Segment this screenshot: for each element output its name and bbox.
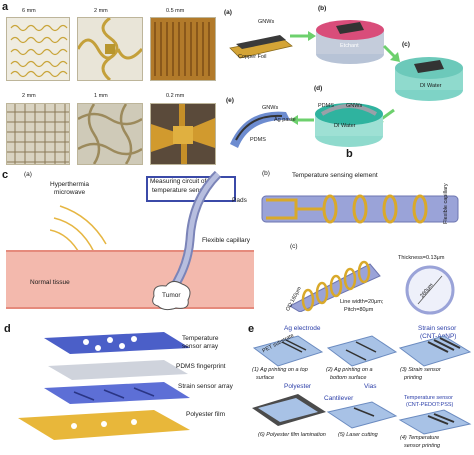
etchant-label: Etchant (340, 43, 359, 49)
step-2-label-a: (2) Ag printing on a (326, 367, 373, 373)
measuring-circuit-box (146, 176, 236, 202)
gnws-label-a: GNWs (258, 19, 275, 25)
micrograph-serpentine-zoom (77, 17, 143, 81)
tumor-blob (150, 278, 194, 312)
strain-sensor-label-2: (CNT-AgNP) (420, 333, 457, 340)
step-1-sheet (252, 334, 324, 368)
step-1-label-b: surface (256, 375, 275, 381)
flexible-device (226, 104, 296, 150)
step-1-label-a: (1) Ag printing on a top (252, 367, 308, 373)
arrow-a-to-b (290, 30, 316, 42)
di-water-label-c: DI Water (420, 83, 442, 89)
tissue-band (6, 250, 254, 309)
gnws-label-e: GNWs (262, 105, 279, 111)
strain-sensor-label-1: Strain sensor (418, 325, 457, 332)
scale-label-2: 2 mm (94, 8, 108, 14)
cross-section-ring (404, 264, 456, 316)
step-6-label: (6) Polyester film lamination (258, 432, 326, 438)
measuring-label-2: temperature sensor (152, 187, 209, 194)
step-3-label-a: (3) Strain sensor (400, 367, 441, 373)
micrograph-serpentine-overview (6, 17, 70, 81)
layer-label-polyester: Polyester film (186, 411, 226, 418)
line-width-label: Line width=20μm; (340, 299, 384, 305)
flexible-capillary-label: Flexible capillary (202, 237, 251, 244)
step-4-label-a: (4) Temperature (400, 435, 440, 441)
panel-c-sub-a: (a) (24, 171, 32, 178)
step-5-sheet (326, 400, 398, 430)
step-b-label: (b) (318, 5, 327, 12)
micrograph-mesh-zoom (77, 103, 143, 165)
temp-sensor-label-1: Temperature sensor (404, 395, 453, 401)
etchant-dish (314, 12, 386, 66)
thickness-label: Thickness=0.13μm (398, 255, 445, 261)
copper-foil-label: Copper Foil (238, 54, 267, 60)
micrograph-gold-lines (150, 17, 216, 81)
pdms-label-e: PDMS (250, 137, 266, 143)
coil-detail-graphic (288, 256, 392, 312)
copper-foil-graphic (226, 20, 296, 60)
di-water-dish-c (392, 50, 466, 104)
measuring-label-1: Measuring circuit of (150, 178, 207, 185)
panel-c-sub-b: (b) (262, 170, 270, 177)
panel-d-label: d (4, 323, 11, 335)
step-3-label-b: printing (404, 375, 423, 381)
panel-e-label: e (248, 323, 255, 335)
scale-label-1: 6 mm (22, 8, 36, 14)
step-a-label: (a) (224, 9, 232, 16)
ag-electrode-label: Ag electrode (284, 325, 321, 332)
scale-label-3: 0.5 mm (166, 8, 185, 14)
panel-b-label: b (346, 148, 353, 160)
temp-sensor-label-2: (CNT-PEDOT:PSS) (406, 402, 454, 408)
polyester-label: Polyester (284, 383, 312, 390)
step-5-label: (5) Laser cutting (338, 432, 378, 438)
layer-stack-graphic (14, 330, 194, 450)
scale-label-6: 0.2 mm (166, 93, 185, 99)
step-4-sheet (398, 408, 472, 436)
gnws-label-d: GNWs (346, 103, 363, 109)
pads-label: Pads (232, 197, 247, 204)
capillary-tube (130, 170, 240, 300)
pitch-label: Pitch=80μm (344, 307, 374, 313)
layer-label-temperature: Temperature (182, 335, 219, 342)
panel-c-label: c (2, 169, 9, 181)
temp-sensing-label: Temperature sensing element (292, 172, 378, 179)
panel-c-sub-c: (c) (290, 243, 298, 250)
ag-paste-label: Ag paste (274, 117, 296, 123)
step-2-label-b: bottom surface (330, 375, 367, 381)
step-c-label: (c) (402, 41, 410, 48)
layer-label-strain: Strain sensor array (178, 383, 233, 390)
microwave-label: microwave (54, 189, 86, 196)
micrograph-pad-close (150, 103, 216, 165)
di-water-dish-d (312, 94, 386, 152)
arrow-b-to-c (382, 44, 402, 64)
step-4-label-b: sensor printing (404, 443, 441, 449)
hyperthermia-label: Hyperthermia (50, 181, 90, 188)
sensing-element-graphic (260, 186, 464, 234)
step-3-sheet (398, 334, 472, 368)
pdms-label-d: PDMS (318, 103, 334, 109)
normal-tissue-label: Normal tissue (30, 279, 70, 286)
layer-label-pdms: PDMS fingerprint (176, 363, 226, 370)
layer-label-sensor-array: sensor array (182, 343, 219, 350)
flexible-capillary-vertical-label: Flexible capillary (443, 183, 449, 224)
scale-label-5: 1 mm (94, 93, 108, 99)
step-2-sheet (326, 334, 398, 368)
step-e-label: (e) (226, 97, 234, 104)
tumor-label: Tumor (162, 292, 181, 299)
cantilever-label: Cantilever (324, 395, 354, 402)
step-6-sheet (250, 392, 328, 428)
step-d-label: (d) (314, 85, 323, 92)
di-water-label-d: DI Water (334, 123, 356, 129)
arrow-d-to-e (290, 114, 314, 126)
micrograph-mesh-overview (6, 103, 70, 165)
vias-label: Vias (364, 383, 377, 390)
panel-a-label: a (2, 1, 9, 13)
scale-label-4: 2 mm (22, 93, 36, 99)
